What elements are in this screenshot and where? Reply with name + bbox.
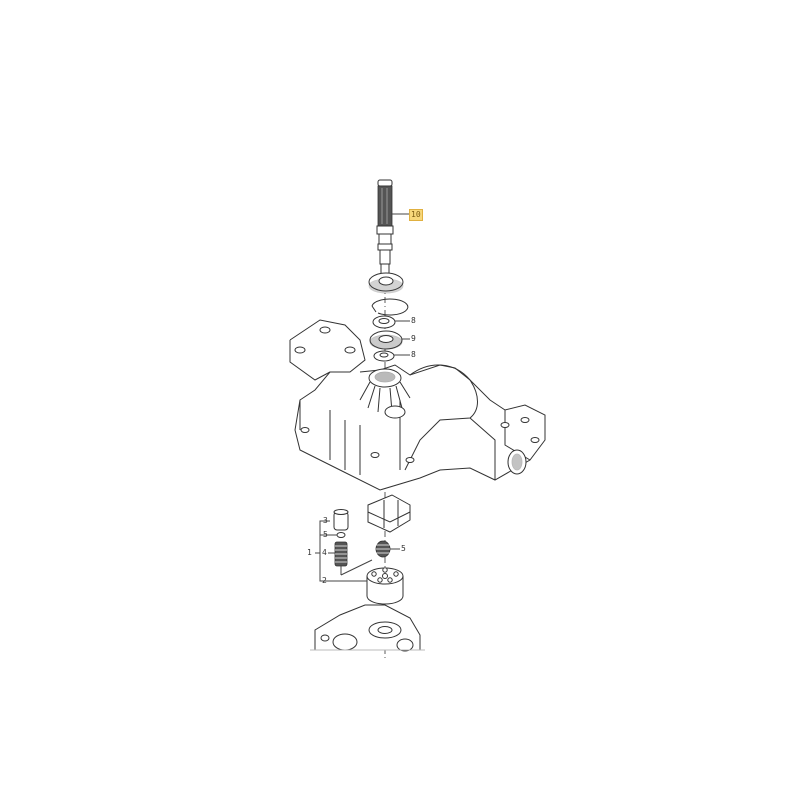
check-ball: [336, 532, 346, 538]
callout-8-circlip-upper[interactable]: 8: [411, 316, 416, 325]
callout-1-pump-assembly[interactable]: 1: [307, 548, 312, 557]
callout-2-pump-rotor[interactable]: 2: [322, 576, 327, 585]
large-circlip: [371, 298, 409, 316]
lower-housing: [310, 604, 425, 652]
circlip-upper: [372, 315, 396, 329]
callout-5-check-ball[interactable]: 5: [323, 530, 328, 539]
callout-8-circlip-lower[interactable]: 8: [411, 350, 416, 359]
callout-3-valve-piston[interactable]: 3: [323, 516, 328, 525]
callout-4-spring[interactable]: 4: [322, 548, 327, 557]
callout-10-input-shaft[interactable]: 10: [409, 209, 423, 221]
valve-piston: [333, 509, 349, 531]
callout-5-spring-right[interactable]: 5: [401, 544, 406, 553]
ball-bearing: [369, 330, 403, 350]
input-shaft: [376, 179, 394, 277]
pump-rotor: [366, 567, 404, 605]
circlip-lower: [373, 350, 395, 362]
transaxle-housing: [289, 319, 546, 491]
valve-block: [367, 494, 411, 533]
spring-left: [334, 541, 348, 567]
leader-lines: [315, 213, 410, 582]
spring-right: [375, 540, 391, 558]
callout-9-ball-bearing[interactable]: 9: [411, 334, 416, 343]
seal-ring: [368, 272, 404, 294]
